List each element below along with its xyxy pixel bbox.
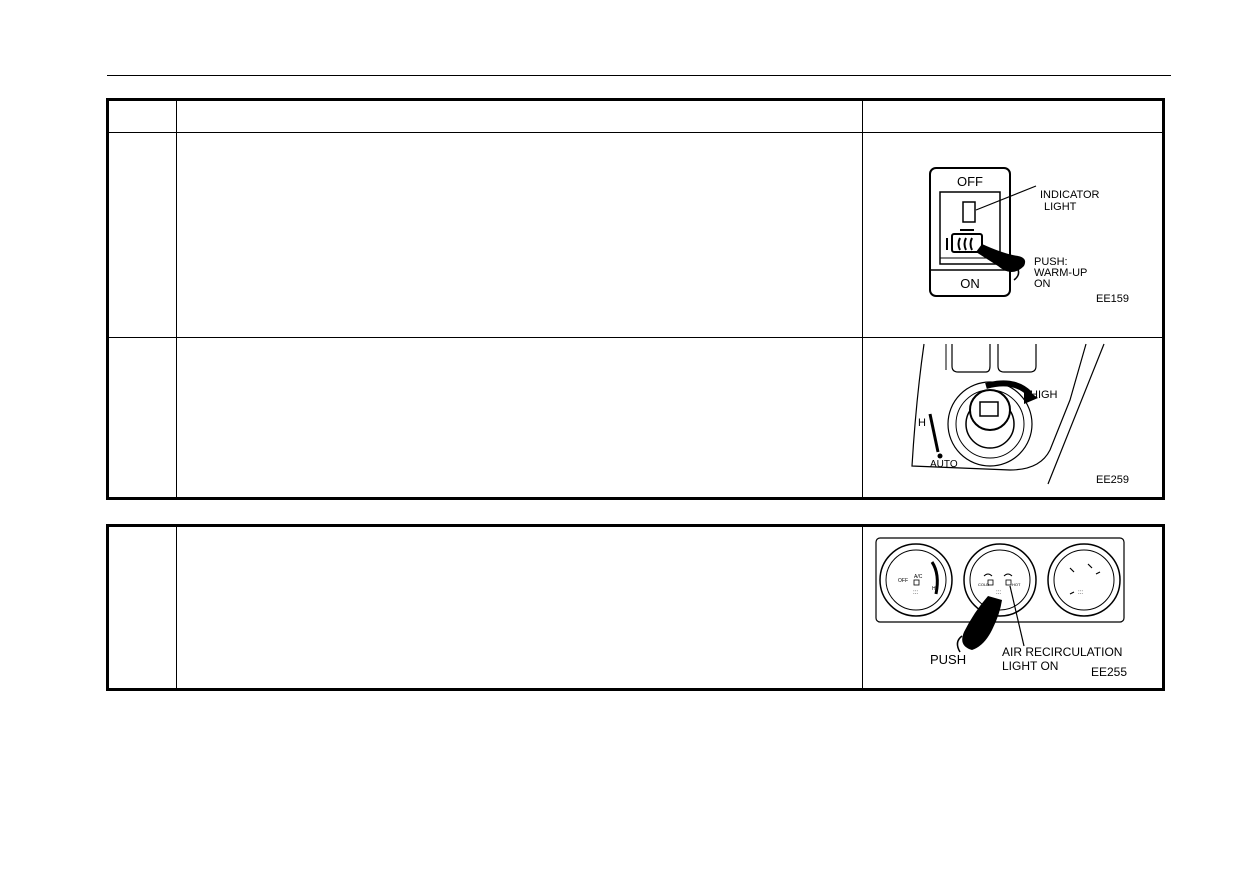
pushing-hand-icon (976, 244, 1026, 272)
air-recirculation-figure: OFF A/C HI ::: COLD HOT ::: ::: PUSH AIR… (875, 537, 1127, 679)
high-label: HIGH (1030, 389, 1058, 401)
figure-code: EE255 (1091, 665, 1127, 679)
idle-control-knob-figure: HIGH H AUTO EE259 (911, 343, 1129, 486)
svg-text::::: ::: (1078, 590, 1083, 596)
ac-dial: OFF A/C HI ::: (879, 543, 953, 617)
procedure-table-2 (106, 524, 1165, 691)
svg-text:HI: HI (932, 586, 937, 592)
indicator-light (962, 201, 976, 223)
column-divider-2 (862, 527, 863, 688)
svg-text:WARM-UP: WARM-UP (1034, 267, 1087, 279)
engine-icon (979, 401, 999, 417)
column-divider-2 (862, 101, 863, 497)
header-row (109, 101, 1162, 132)
svg-text:A/C: A/C (914, 574, 923, 580)
switch-button (939, 191, 1001, 265)
switch-housing (929, 167, 1011, 297)
svg-text:ON: ON (1034, 278, 1051, 290)
figure-code: EE259 (1096, 474, 1129, 486)
temperature-dial: COLD HOT ::: (963, 543, 1037, 617)
on-label: ON (960, 276, 980, 291)
indicator-needle (928, 413, 940, 453)
pushing-hand-icon (962, 596, 1002, 650)
push-warmup-label: PUSH: (1034, 256, 1068, 268)
indicator-label: INDICATOR (1040, 189, 1100, 201)
auto-label: AUTO (930, 459, 958, 470)
figure-code: EE159 (1096, 293, 1129, 305)
procedure-table-1 (106, 98, 1165, 500)
column-divider-1 (176, 101, 177, 497)
off-label: OFF (957, 174, 983, 189)
engine-icon (946, 229, 983, 253)
page-header-rule (107, 75, 1171, 76)
svg-text:COLD: COLD (978, 582, 989, 587)
recirculation-light (1005, 579, 1012, 586)
push-label: PUSH (930, 652, 966, 667)
column-divider-1 (176, 527, 177, 688)
warmup-switch-figure: OFF ON INDICATOR LIGHT PUSH: WARM-UP ON … (929, 167, 1129, 305)
dash-panel-outline (911, 343, 1087, 471)
h-label: H (918, 417, 926, 429)
indicator-leader-line (975, 185, 1037, 211)
row-divider (109, 337, 1162, 338)
svg-text:LIGHT: LIGHT (1044, 201, 1077, 213)
svg-text::::: ::: (913, 590, 918, 596)
control-panel-outline (875, 537, 1125, 623)
mode-dial: ::: (1047, 543, 1121, 617)
svg-text:LIGHT ON: LIGHT ON (1002, 659, 1058, 673)
svg-text:HOT: HOT (1012, 582, 1021, 587)
header-row-divider (109, 132, 1162, 133)
light-leader-line (1009, 585, 1025, 647)
svg-text::::: ::: (996, 590, 1001, 596)
svg-text:OFF: OFF (898, 578, 908, 584)
air-recirculation-label: AIR RECIRCULATION (1002, 645, 1122, 659)
